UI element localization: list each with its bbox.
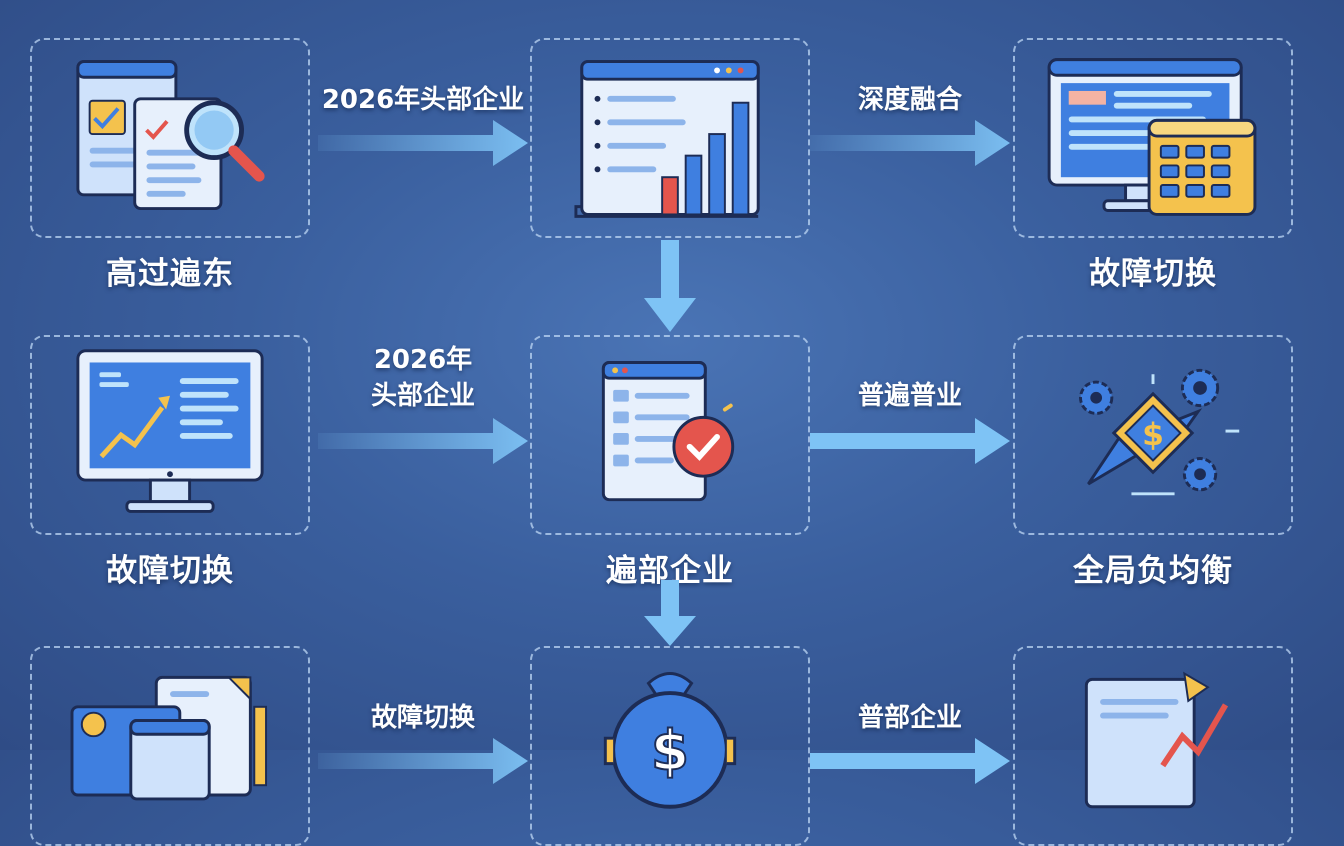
- arrow-right-icon: [318, 416, 528, 466]
- monitor-calendar-icon: [1047, 58, 1257, 216]
- node-label: 故障切换: [1089, 256, 1217, 292]
- document-check-icon: [601, 361, 735, 502]
- connector-label: 2026年 头部企业: [370, 345, 475, 411]
- svg-text:$: $: [1142, 417, 1164, 453]
- bar-chart-dashboard-icon: [574, 60, 760, 218]
- gears-dollar-icon: $: [1079, 368, 1240, 496]
- node-document-check: [530, 335, 810, 535]
- arrow-right-icon: [810, 416, 1010, 466]
- node-document-chart: [1013, 646, 1293, 846]
- arrow-down-icon: [644, 580, 696, 646]
- node-label: 高过遍东: [106, 256, 234, 292]
- node-label: 故障切换: [106, 553, 234, 589]
- connector-label: 普部企业: [857, 703, 962, 733]
- connector-label: 深度融合: [857, 85, 962, 115]
- node-label: 全局负均衡: [1073, 553, 1233, 589]
- document-search-icon: [76, 60, 265, 211]
- arrow-right-icon: [810, 118, 1010, 168]
- arrow-right-icon: [318, 118, 528, 168]
- files-calendar-icon: [70, 675, 268, 801]
- connector-label: 故障切换: [370, 703, 475, 733]
- node-bar-chart: [530, 38, 810, 238]
- connector-label: 普遍普业: [857, 381, 962, 411]
- connector-label: 2026年头部企业: [321, 85, 525, 115]
- document-chart-icon: [1084, 671, 1229, 809]
- node-document-search: [30, 38, 310, 238]
- node-gears-dollar: $: [1013, 335, 1293, 535]
- arrow-right-icon: [810, 736, 1010, 786]
- dollar-bag-icon: $: [603, 672, 737, 809]
- node-monitor-trend: [30, 335, 310, 535]
- arrow-down-icon: [644, 240, 696, 332]
- node-dollar-bag: $: [530, 646, 810, 846]
- node-monitor-calendar: [1013, 38, 1293, 238]
- arrow-right-icon: [318, 736, 528, 786]
- node-files-calendar: [30, 646, 310, 846]
- svg-text:$: $: [651, 719, 689, 783]
- monitor-trend-chart-icon: [76, 349, 264, 513]
